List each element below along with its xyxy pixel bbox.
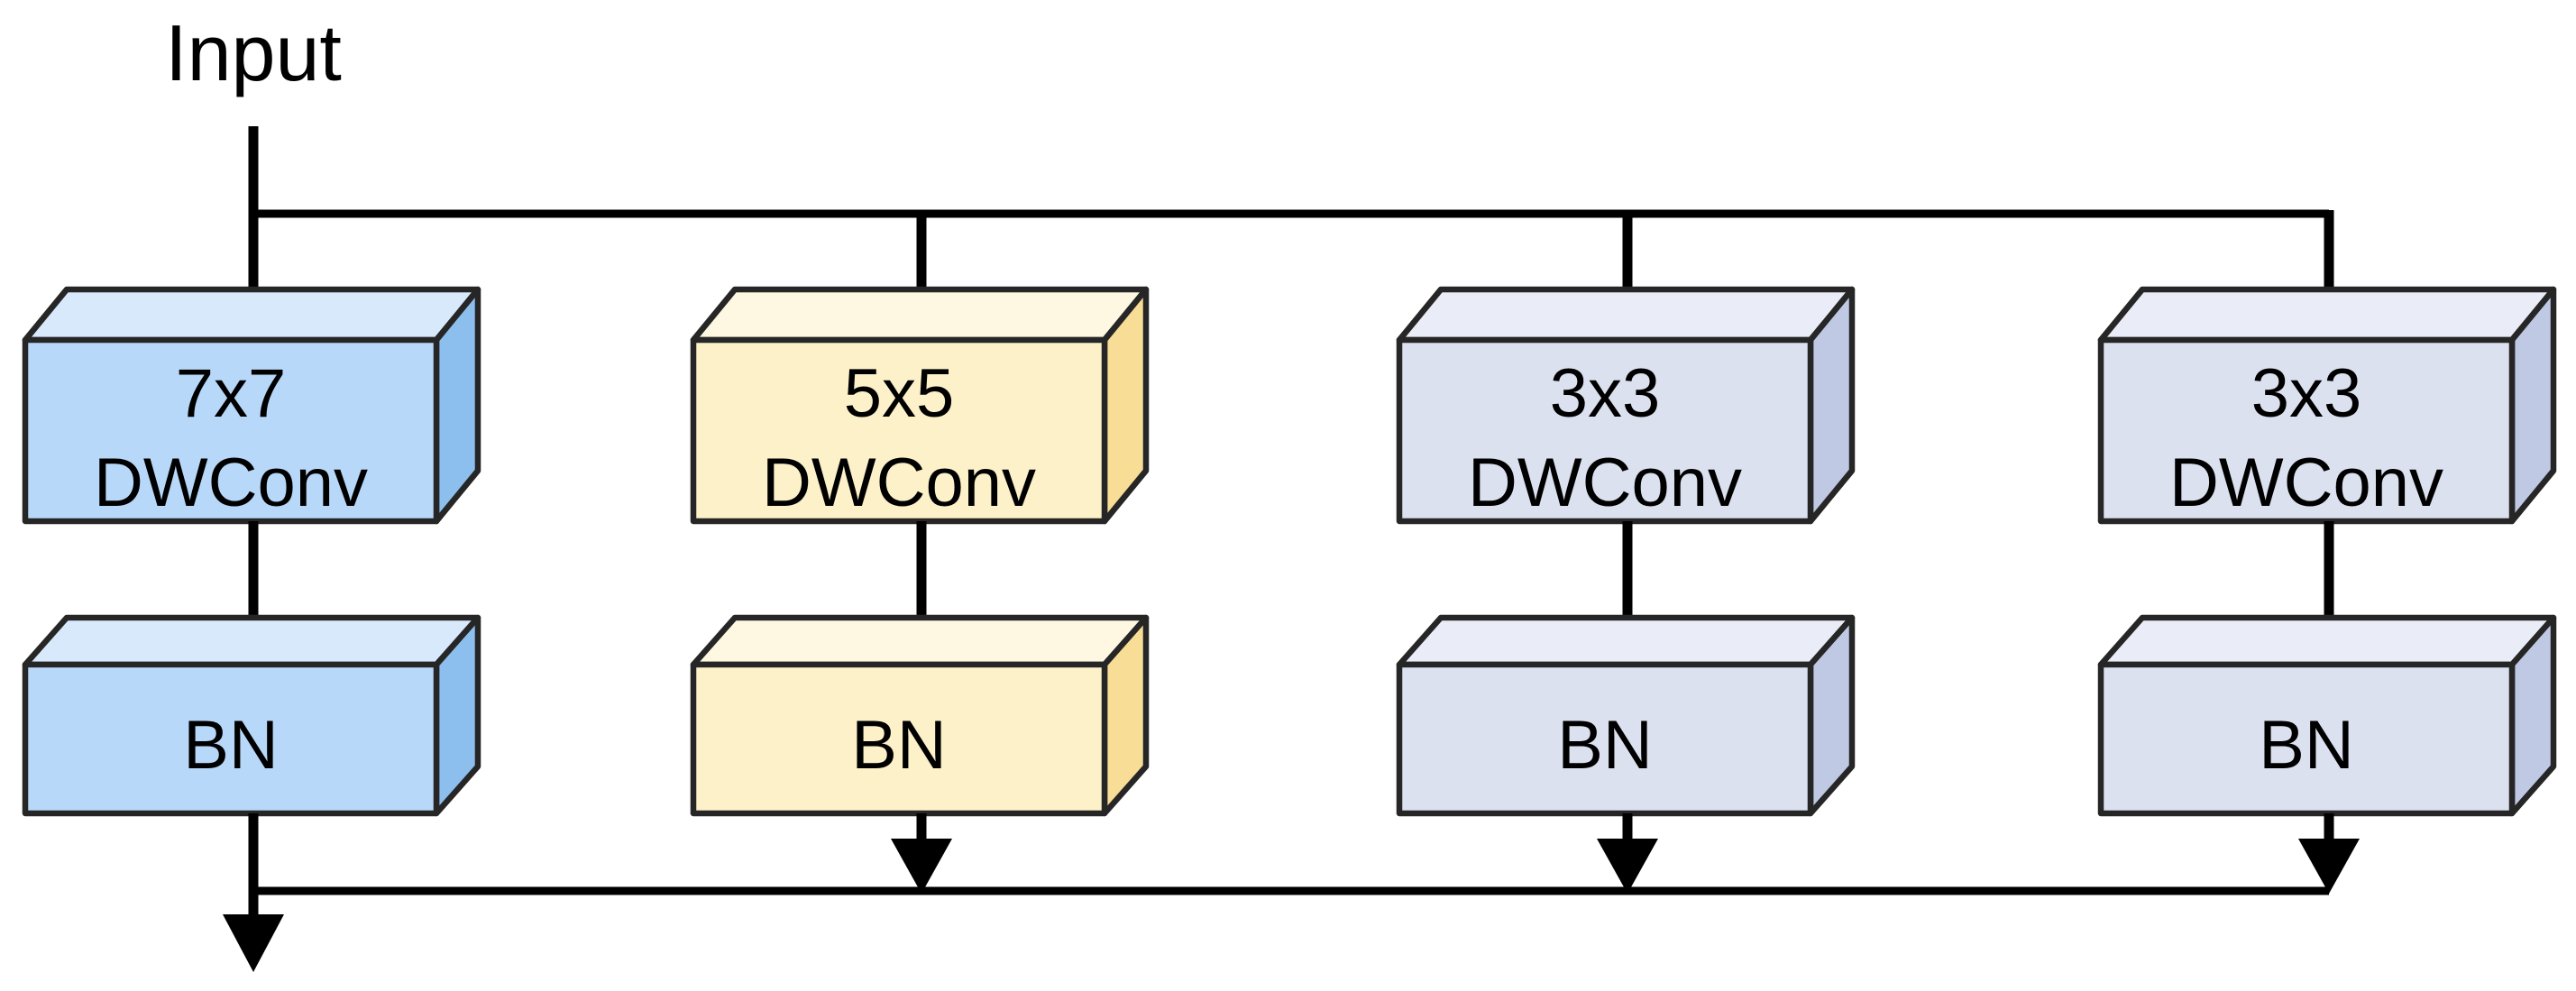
branch-3x3-b: 3x3 DWConv BN	[2097, 210, 2557, 894]
bn-front-face	[1396, 661, 1814, 817]
dwconv-top-face	[690, 286, 1150, 344]
bn-top-face	[2097, 614, 2557, 668]
merge-arrowhead-icon	[1597, 839, 1658, 894]
kernel-size-label: 7x7	[176, 355, 287, 432]
dwconv-front-face	[2097, 336, 2516, 525]
dwconv-label: DWConv	[2169, 445, 2443, 521]
bn-box: BN	[2097, 614, 2557, 817]
bn-front-face	[22, 661, 440, 817]
bn-label: BN	[851, 707, 947, 784]
bn-box: BN	[1396, 614, 1856, 817]
dwconv-top-face	[1396, 286, 1856, 344]
bn-box: BN	[690, 614, 1150, 817]
branch-3x3-a: 3x3 DWConv BN	[1396, 210, 1856, 894]
merge-arrowhead-icon	[891, 839, 952, 894]
dwconv-top-face	[22, 286, 481, 344]
output-arrowhead-icon	[223, 914, 284, 972]
dwconv-box: 5x5 DWConv	[690, 286, 1150, 525]
branch-5x5: 5x5 DWConv BN	[690, 210, 1150, 894]
bn-label: BN	[1557, 707, 1653, 784]
bn-front-face	[2097, 661, 2516, 817]
dwconv-box: 7x7 DWConv	[22, 286, 481, 525]
dwconv-box: 3x3 DWConv	[2097, 286, 2557, 525]
kernel-size-label: 3x3	[2251, 355, 2362, 432]
bn-label: BN	[183, 707, 279, 784]
dwconv-box: 3x3 DWConv	[1396, 286, 1856, 525]
dwconv-front-face	[22, 336, 440, 525]
bn-top-face	[22, 614, 481, 668]
dwconv-label: DWConv	[762, 445, 1036, 521]
kernel-size-label: 5x5	[844, 355, 955, 432]
branch-7x7: Input 7x7 DWConv BN	[22, 8, 481, 972]
bn-label: BN	[2259, 707, 2354, 784]
merge-arrowhead-icon	[2298, 839, 2360, 894]
dwconv-front-face	[690, 336, 1108, 525]
bn-top-face	[690, 614, 1150, 668]
dwconv-label: DWConv	[1468, 445, 1742, 521]
bn-front-face	[690, 661, 1108, 817]
bn-box: BN	[22, 614, 481, 817]
kernel-size-label: 3x3	[1550, 355, 1661, 432]
dwconv-top-face	[2097, 286, 2557, 344]
input-label: Input	[165, 8, 342, 97]
bn-top-face	[1396, 614, 1856, 668]
dwconv-front-face	[1396, 336, 1814, 525]
dwconv-label: DWConv	[94, 445, 368, 521]
